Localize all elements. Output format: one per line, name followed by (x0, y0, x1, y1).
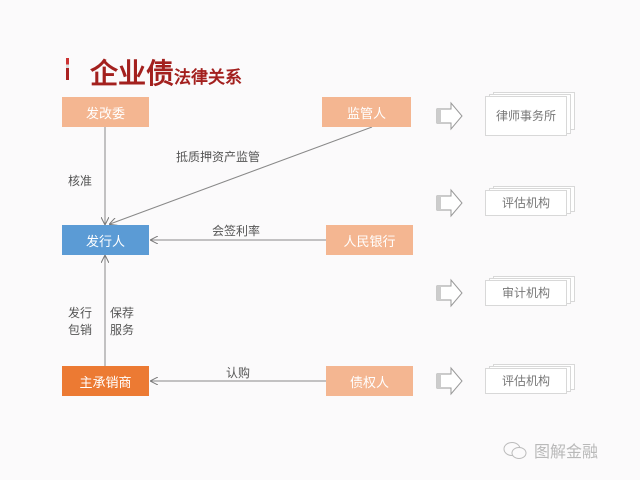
label-sponsor-2: 服务 (110, 323, 135, 337)
label-approve: 核准 (68, 174, 93, 188)
node-underwriter: 主承销商 (62, 366, 149, 396)
node-pboc: 人民银行 (326, 225, 413, 255)
label-rate: 会签利率 (212, 224, 261, 238)
label-subscribe: 认购 (226, 366, 251, 380)
label-collateral: 抵质押资产监管 (176, 150, 261, 164)
agency-label: 评估机构 (501, 196, 550, 210)
watermark: 图解金融 (502, 438, 598, 462)
agency-label: 评估机构 (501, 374, 550, 388)
title-main: 企业债 (90, 57, 175, 90)
agency-label: 律师事务所 (495, 109, 556, 123)
page-title: 企业债法律关系 (90, 52, 242, 92)
title-decoration-icon (66, 58, 69, 80)
agency-appraisal: 评估机构 (485, 186, 575, 216)
watermark-text: 图解金融 (534, 442, 599, 461)
label-issue-1: 发行 (68, 306, 93, 320)
agency-audit: 审计机构 (485, 276, 575, 306)
wechat-icon (503, 442, 527, 459)
node-ndrc: 发改委 (62, 97, 149, 127)
node-issuer: 发行人 (62, 225, 149, 255)
agency-label: 审计机构 (501, 286, 550, 300)
node-creditor: 债权人 (326, 366, 413, 396)
agency-appraisal-2: 评估机构 (485, 364, 575, 394)
agency-law-firm: 律师事务所 (485, 92, 575, 136)
node-supervisor: 监管人 (322, 97, 411, 127)
title-sub: 法律关系 (174, 68, 243, 88)
edge-collateral (110, 126, 373, 224)
label-sponsor-1: 保荐 (110, 306, 135, 320)
label-issue-2: 包销 (68, 323, 93, 337)
